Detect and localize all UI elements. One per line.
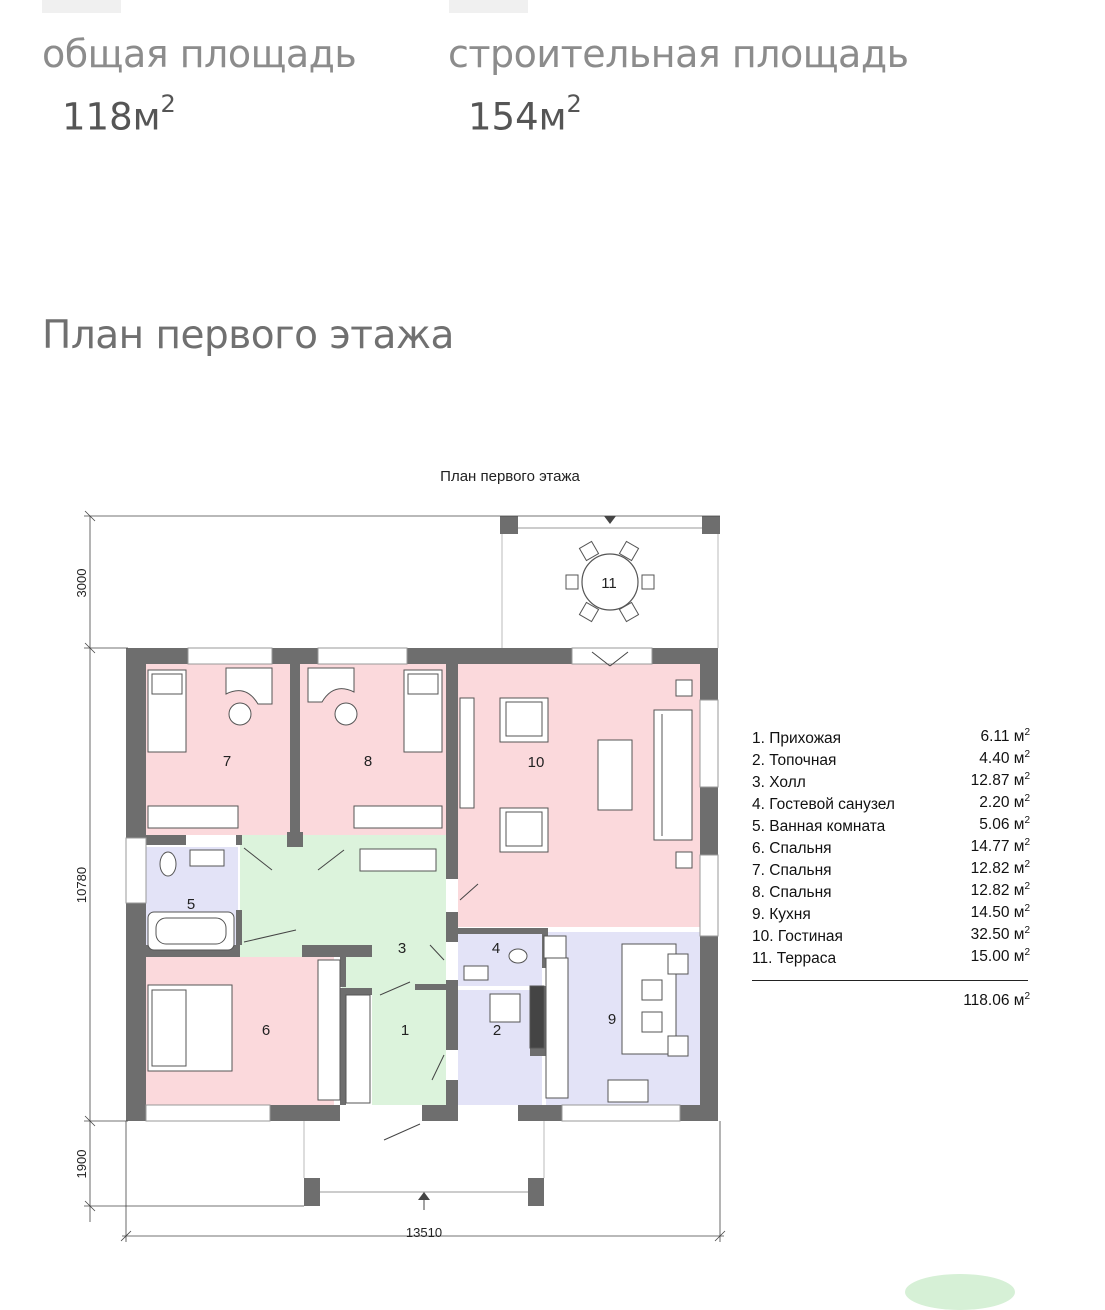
room-area-legend: 1. Прихожая 6.11 м2 2. Топочная 4.40 м2 3. Х… xyxy=(752,727,1032,969)
dim-house-depth: 10780 xyxy=(74,867,89,903)
terrace xyxy=(500,516,720,648)
legend-room-area: 15.00 м2 xyxy=(970,947,1030,966)
floor-plan: План первого этажа xyxy=(74,468,726,1242)
legend-room-name: 8. Спальня xyxy=(752,884,832,901)
exterior-walls xyxy=(126,648,718,1121)
legend-row: 2. Топочная 4.40 м2 xyxy=(752,749,1032,771)
legend-room-name: 7. Спальня xyxy=(752,862,832,879)
legend-room-area: 12.82 м2 xyxy=(970,881,1030,900)
legend-room-area: 5.06 м2 xyxy=(979,815,1030,834)
total-area-label: общая площадь xyxy=(42,32,357,76)
legend-divider xyxy=(752,980,1028,981)
legend-room-name: 3. Холл xyxy=(752,774,806,791)
legend-room-area: 4.40 м2 xyxy=(979,749,1030,768)
legend-room-area: 14.77 м2 xyxy=(970,837,1030,856)
legend-room-name: 4. Гостевой санузел xyxy=(752,796,895,813)
building-area-label: строительная площадь xyxy=(448,32,909,76)
legend-row: 8. Спальня 12.82 м2 xyxy=(752,881,1032,903)
room-label-4: 4 xyxy=(492,940,500,957)
legend-row: 4. Гостевой санузел 2.20 м2 xyxy=(752,793,1032,815)
room-label-6: 6 xyxy=(262,1022,270,1039)
legend-room-area: 32.50 м2 xyxy=(970,925,1030,944)
legend-room-name: 1. Прихожая xyxy=(752,730,842,747)
room-label-5: 5 xyxy=(187,896,195,913)
windows xyxy=(125,647,719,1122)
room-label-11: 11 xyxy=(601,575,617,592)
door-swings xyxy=(243,651,629,1141)
room-label-3: 3 xyxy=(398,940,406,957)
tab-general-area[interactable] xyxy=(42,0,121,13)
room-label-2: 2 xyxy=(493,1022,501,1039)
legend-room-name: 10. Гостиная xyxy=(752,928,843,945)
dim-terrace-depth: 3000 xyxy=(74,569,89,598)
dimension-lines xyxy=(84,510,726,1242)
legend-row: 7. Спальня 12.82 м2 xyxy=(752,859,1032,881)
legend-row: 10. Гостиная 32.50 м2 xyxy=(752,925,1032,947)
building-area-value: 154м2 xyxy=(468,90,582,139)
legend-room-area: 12.82 м2 xyxy=(970,859,1030,878)
room-label-1: 1 xyxy=(401,1022,409,1039)
legend-room-area: 2.20 м2 xyxy=(979,793,1030,812)
total-area-value: 118м2 xyxy=(62,90,176,139)
legend-room-name: 2. Топочная xyxy=(752,752,837,769)
legend-total: 118.06 м2 xyxy=(963,991,1030,1010)
legend-row: 1. Прихожая 6.11 м2 xyxy=(752,727,1032,749)
dim-house-width: 13510 xyxy=(406,1225,442,1240)
legend-row: 11. Терраса 15.00 м2 xyxy=(752,947,1032,969)
porch xyxy=(303,1121,545,1210)
legend-room-area: 14.50 м2 xyxy=(970,903,1030,922)
legend-row: 3. Холл 12.87 м2 xyxy=(752,771,1032,793)
legend-room-area: 12.87 м2 xyxy=(970,771,1030,790)
page-title: План первого этажа xyxy=(42,313,454,358)
legend-room-name: 5. Ванная комната xyxy=(752,818,886,835)
tab-building-area[interactable] xyxy=(449,0,528,13)
legend-row: 9. Кухня 14.50 м2 xyxy=(752,903,1032,925)
legend-room-area: 6.11 м2 xyxy=(980,727,1030,746)
legend-room-name: 9. Кухня xyxy=(752,906,811,923)
room-label-8: 8 xyxy=(364,753,372,770)
dim-porch-depth: 1900 xyxy=(74,1150,89,1179)
room-label-7: 7 xyxy=(223,753,231,770)
furniture xyxy=(147,667,693,1104)
corner-badge[interactable] xyxy=(905,1274,1015,1310)
room-label-10: 10 xyxy=(528,754,545,771)
legend-room-name: 6. Спальня xyxy=(752,840,832,857)
legend-row: 5. Ванная комната 5.06 м2 xyxy=(752,815,1032,837)
room-label-9: 9 xyxy=(608,1011,616,1028)
plan-title: План первого этажа xyxy=(440,468,580,485)
legend-row: 6. Спальня 14.77 м2 xyxy=(752,837,1032,859)
legend-room-name: 11. Терраса xyxy=(752,950,837,967)
